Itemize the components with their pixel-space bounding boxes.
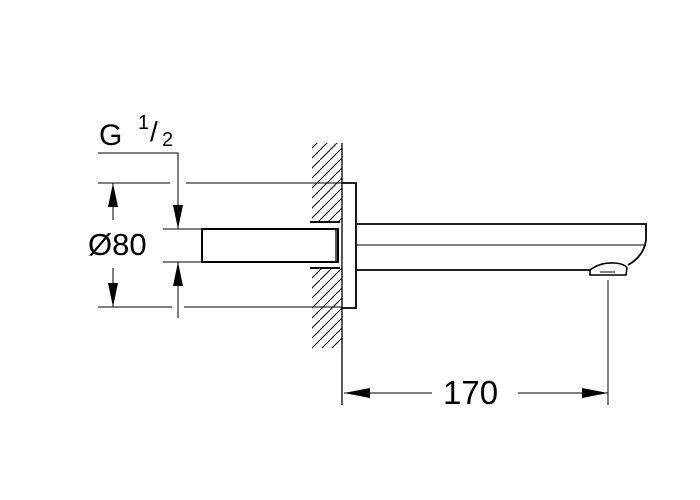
thread-fraction-num: 1	[138, 112, 150, 134]
wall-hatch-bottom	[312, 268, 342, 348]
aerator	[589, 262, 628, 276]
diameter-label: Ø80	[88, 227, 147, 262]
arrow-icon	[344, 388, 370, 398]
flange	[342, 182, 357, 309]
thread-label: G	[99, 119, 123, 152]
fraction-slash: /	[150, 116, 158, 147]
connection-pipe	[201, 228, 339, 263]
arrow-icon	[108, 183, 118, 207]
length-label: 170	[443, 374, 499, 411]
arrow-icon	[173, 205, 183, 229]
spout-body	[356, 223, 647, 271]
thread-fraction-den: 2	[162, 129, 174, 151]
arrow-icon	[173, 262, 183, 286]
arrow-icon	[582, 388, 608, 398]
arrow-icon	[108, 283, 118, 307]
